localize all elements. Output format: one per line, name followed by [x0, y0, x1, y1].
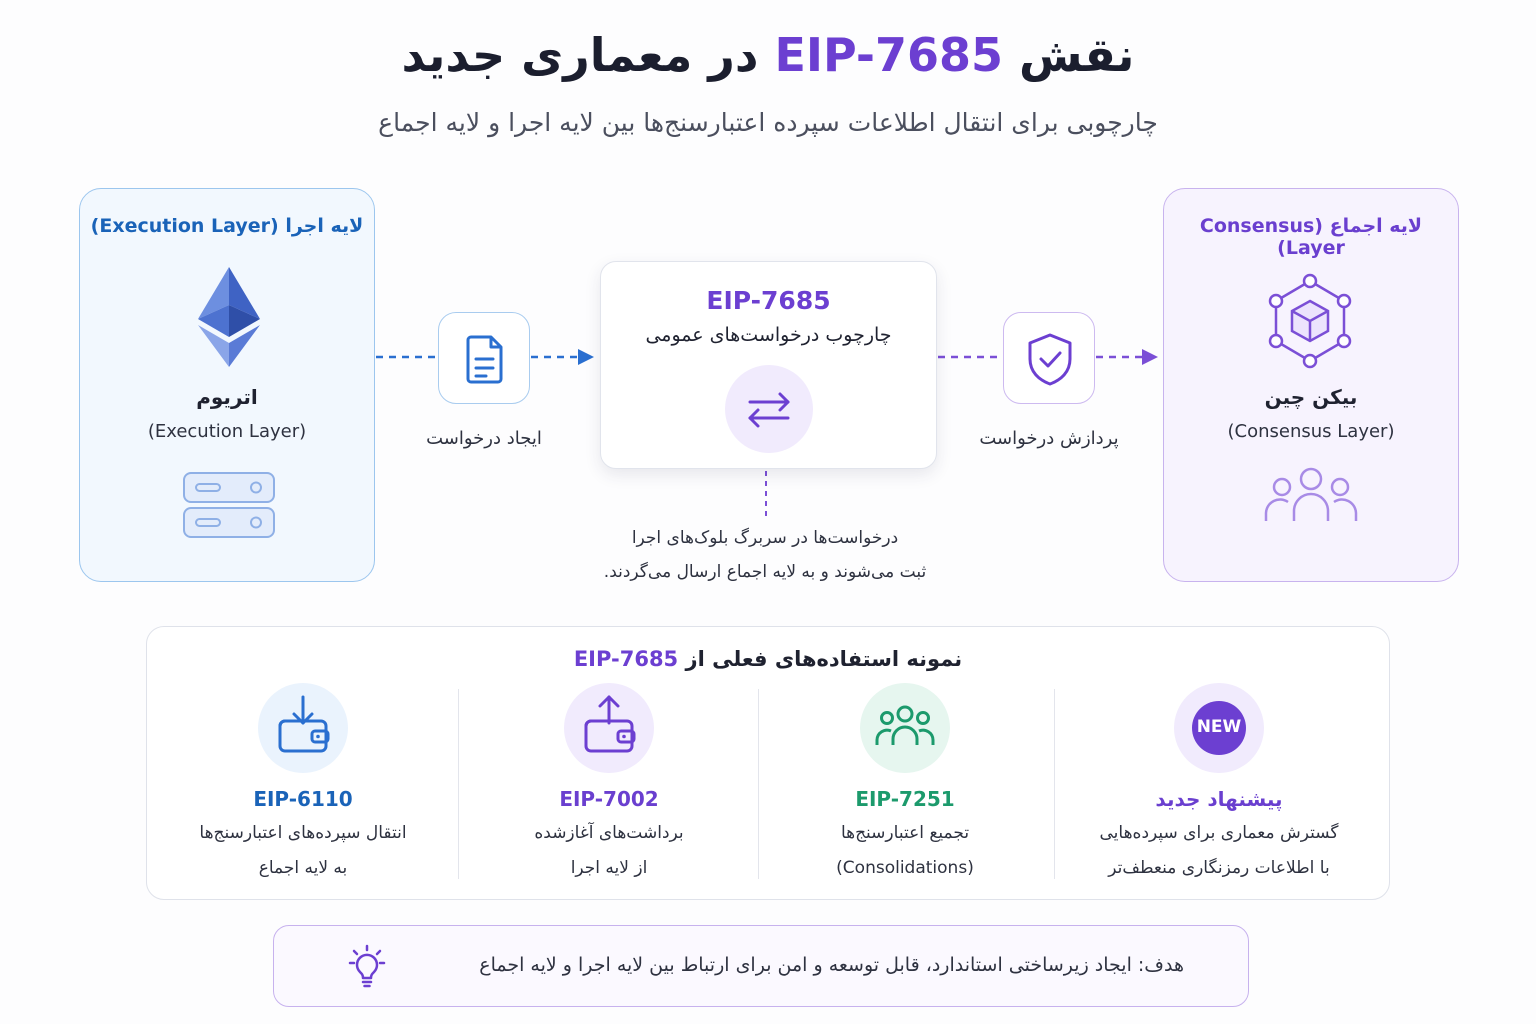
- center-to-consensus-arrow: [938, 349, 1158, 365]
- examples-title: نمونه استفاده‌های فعلی از EIP-7685: [147, 647, 1389, 671]
- example-line-2: از لایه اجرا: [570, 858, 648, 878]
- center-note-line-1: درخواست‌ها در سربرگ بلوک‌های اجرا: [631, 528, 899, 548]
- group-icon: [875, 705, 935, 745]
- examples-title-prefix: نمونه استفاده‌های فعلی از: [685, 647, 963, 671]
- wallet-upload-icon: [584, 695, 636, 753]
- exec-to-center-arrow: [376, 349, 594, 365]
- wallet-download-icon: [278, 695, 330, 753]
- example-head: EIP-7251: [855, 787, 955, 811]
- validators-group-icon: [1264, 467, 1358, 521]
- new-badge-icon: [1192, 701, 1246, 755]
- divider: [1054, 689, 1055, 879]
- example-eip-6110: EIP-6110 انتقال سپرده‌های اعتبارسنج‌ها ب…: [153, 683, 453, 893]
- example-line-1: گسترش معماری برای سپرده‌هایی: [1099, 823, 1339, 843]
- title-prefix: نقش: [1019, 28, 1135, 82]
- execution-layer-box: لایه اجرا (Execution Layer) اتریوم (Exec…: [79, 188, 375, 582]
- title-suffix: در معماری جدید: [401, 28, 759, 82]
- beacon-chain-network-icon: [1268, 273, 1352, 369]
- exchange-arrows-icon: [725, 365, 813, 453]
- process-request-box: [1003, 312, 1095, 404]
- consensus-layer-title: لایه اجماع (Consensus Layer): [1199, 215, 1423, 259]
- divider: [458, 689, 459, 879]
- example-line-1: برداشت‌های آغازشده: [534, 823, 684, 843]
- create-request-label: ایجاد درخواست: [426, 428, 542, 449]
- example-line-2: با اطلاعات رمزنگاری منعطف‌تر: [1108, 858, 1330, 878]
- example-eip-7002: EIP-7002 برداشت‌های آغازشده از لایه اجرا: [459, 683, 759, 893]
- example-icon-circle: NEW: [1174, 683, 1264, 773]
- examples-title-eip: EIP-7685: [573, 647, 679, 671]
- example-eip-7251: EIP-7251 تجمیع اعتبارسنج‌ها (Consolidati…: [755, 683, 1055, 893]
- example-line-2: (Consolidations): [836, 858, 974, 878]
- example-line-1: انتقال سپرده‌های اعتبارسنج‌ها: [199, 823, 407, 843]
- page-title: نقش EIP-7685 در معماری جدید: [0, 28, 1536, 82]
- process-request-label: پردازش درخواست: [979, 428, 1119, 449]
- create-request-box: [438, 312, 530, 404]
- shield-check-icon: [1028, 333, 1072, 386]
- consensus-layer-name: بیکن چین: [1264, 385, 1358, 409]
- new-badge-label: NEW: [1196, 717, 1242, 737]
- example-icon-circle: [564, 683, 654, 773]
- center-eip-subtitle: چارچوب درخواست‌های عمومی: [645, 324, 892, 346]
- example-icon-circle: [860, 683, 950, 773]
- center-note-line-2: ثبت می‌شوند و به لایه اجماع ارسال می‌گرد…: [603, 562, 927, 582]
- examples-panel: نمونه استفاده‌های فعلی از EIP-7685 EIP-6…: [146, 626, 1390, 900]
- consensus-layer-sub: (Consensus Layer): [1227, 421, 1395, 442]
- goal-text: هدف: ایجاد زیرساختی استاندارد، قابل توسع…: [479, 954, 1184, 976]
- example-line-2: به لایه اجماع: [258, 858, 348, 878]
- example-head: پیشنهاد جدید: [1155, 787, 1283, 811]
- execution-layer-title: لایه اجرا (Execution Layer): [90, 215, 364, 237]
- goal-banner: هدف: ایجاد زیرساختی استاندارد، قابل توسع…: [273, 925, 1249, 1007]
- lightbulb-icon: [348, 944, 386, 988]
- execution-layer-sub: (Execution Layer): [147, 421, 307, 442]
- example-head: EIP-7002: [559, 787, 659, 811]
- execution-layer-name: اتریوم: [196, 385, 258, 409]
- example-new-proposal: NEW پیشنهاد جدید گسترش معماری برای سپرده…: [1069, 683, 1369, 893]
- consensus-layer-box: لایه اجماع (Consensus Layer) بیکن چین (C…: [1163, 188, 1459, 582]
- example-line-1: تجمیع اعتبارسنج‌ها: [840, 823, 970, 843]
- example-icon-circle: [258, 683, 348, 773]
- ethereum-icon: [198, 267, 260, 367]
- example-head: EIP-6110: [253, 787, 353, 811]
- title-eip: EIP-7685: [774, 28, 1004, 82]
- server-icon: [183, 472, 275, 538]
- document-icon: [466, 335, 503, 384]
- page-subtitle: چارچوبی برای انتقال اطلاعات سپرده اعتبار…: [378, 108, 1158, 137]
- center-eip-title: EIP-7685: [706, 286, 831, 315]
- eip-7685-card: EIP-7685 چارچوب درخواست‌های عمومی: [600, 261, 937, 469]
- divider: [758, 689, 759, 879]
